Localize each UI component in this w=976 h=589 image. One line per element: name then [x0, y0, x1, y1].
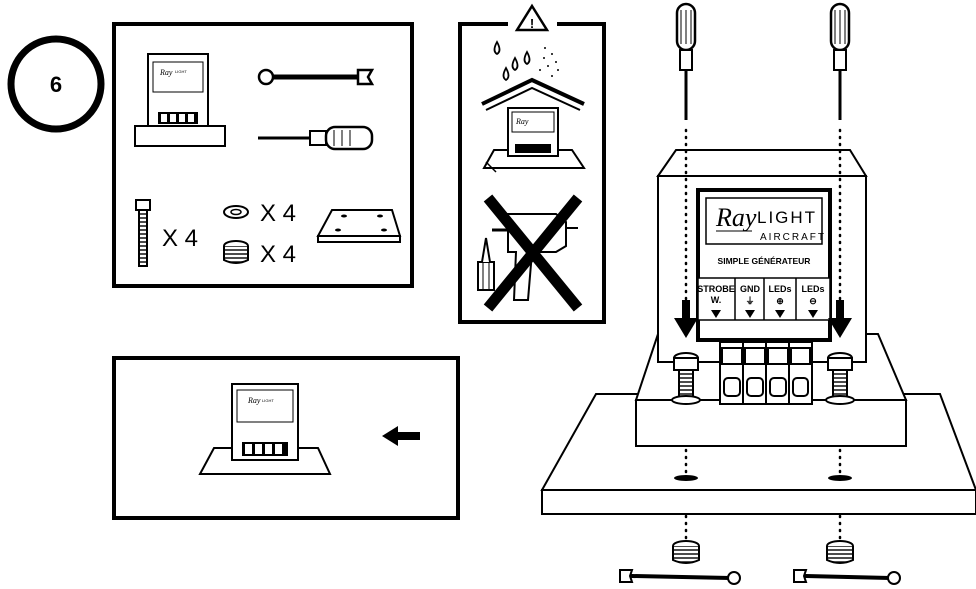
dust-icon [539, 47, 559, 77]
kit-contents-panel: Ray LIGHT X 4 X 4 [112, 22, 414, 288]
svg-text:Ray: Ray [247, 396, 261, 405]
terminal-sub: W. [711, 295, 722, 305]
step-badge: 6 [7, 35, 105, 133]
screwdriver-icon [258, 125, 374, 151]
nut-icon [223, 240, 249, 264]
warning-triangle-icon: ! [514, 3, 550, 32]
svg-text:Ray: Ray [159, 68, 173, 77]
screwdriver-icon [829, 2, 851, 120]
mounting-plate-icon [316, 209, 402, 243]
brand-script: Ray [715, 203, 757, 232]
bit-icon [477, 237, 495, 291]
model-name: SIMPLE GÉNÉRATEUR [718, 256, 811, 266]
generator-mini-icon: Ray LIGHT [134, 53, 226, 147]
svg-text:LIGHT: LIGHT [262, 398, 274, 403]
terminal-label: STROBE [697, 284, 735, 294]
brand-aircraft: AIRCRAFT [760, 232, 826, 243]
nut-icon [672, 540, 700, 564]
roof-icon [481, 77, 585, 111]
generator-mini-icon: Ray [482, 107, 586, 173]
svg-text:!: ! [530, 16, 534, 31]
bolt-icon [671, 352, 701, 405]
terminal-sub: ⊕ [776, 296, 784, 306]
rain-icon [493, 40, 531, 82]
wrench-icon [257, 68, 375, 86]
terminal-sub: ⏚ [745, 296, 754, 306]
nut-quantity: X 4 [260, 241, 296, 268]
terminal-label: LEDs [768, 284, 791, 294]
svg-text:LIGHT: LIGHT [175, 69, 187, 74]
bolt-icon [825, 352, 855, 405]
washer-icon [223, 205, 249, 219]
step-number: 6 [50, 72, 62, 97]
terminal-sub: ⊖ [809, 296, 817, 306]
screwdriver-icon [675, 2, 697, 120]
washer-quantity: X 4 [260, 200, 296, 227]
exploded-assembly: Ray LIGHT AIRCRAFT SIMPLE GÉNÉRATEUR STR… [540, 2, 976, 585]
orientation-panel: Ray LIGHT [112, 356, 460, 520]
brand-light: LIGHT [757, 208, 817, 227]
generator-mini-icon: Ray LIGHT [198, 383, 332, 475]
terminal-label: LEDs [801, 284, 824, 294]
terminal-block [719, 341, 813, 405]
generator-housing: Ray LIGHT AIRCRAFT SIMPLE GÉNÉRATEUR STR… [656, 149, 868, 363]
wrench-icon [793, 569, 901, 585]
alignment-guides [684, 128, 842, 542]
svg-text:Ray: Ray [515, 117, 529, 126]
no-power-tool-cross [483, 194, 583, 312]
bolt-quantity: X 4 [162, 225, 198, 252]
nut-icon [826, 540, 854, 564]
down-arrow-icon [674, 300, 698, 338]
left-arrow-icon [382, 426, 420, 446]
wrench-icon [619, 569, 741, 585]
down-arrow-icon [828, 300, 852, 338]
warning-panel: ! Ray [458, 3, 606, 324]
bolt-icon [135, 199, 151, 267]
terminal-label: GND [740, 284, 761, 294]
